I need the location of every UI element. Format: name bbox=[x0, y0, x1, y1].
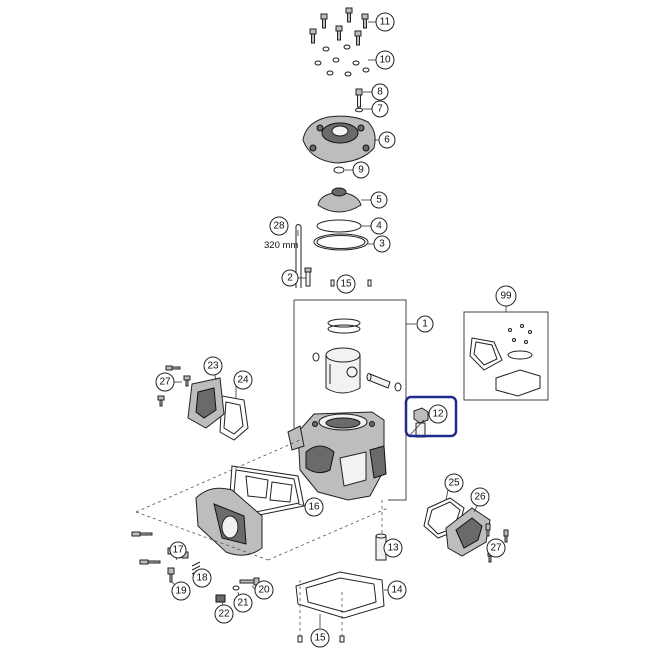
svg-text:9: 9 bbox=[358, 165, 364, 176]
svg-text:12: 12 bbox=[432, 409, 444, 420]
hose-length-label: 320 mm bbox=[264, 240, 298, 251]
callout-10: 10 bbox=[375, 50, 395, 70]
svg-text:13: 13 bbox=[387, 543, 399, 554]
svg-text:20: 20 bbox=[258, 585, 270, 596]
nut-22[interactable] bbox=[215, 594, 226, 603]
callout-15-top: 15 bbox=[336, 274, 356, 294]
svg-text:18: 18 bbox=[196, 573, 208, 584]
svg-text:14: 14 bbox=[391, 585, 403, 596]
callout-6: 6 bbox=[378, 131, 396, 149]
callout-15-bottom: 15 bbox=[310, 628, 330, 648]
svg-text:27: 27 bbox=[159, 377, 171, 388]
callout-11: 11 bbox=[375, 12, 395, 32]
callout-9: 9 bbox=[352, 161, 370, 179]
head-bolts-group[interactable] bbox=[309, 7, 369, 46]
svg-text:25: 25 bbox=[448, 478, 460, 489]
callout-4: 4 bbox=[370, 217, 388, 235]
svg-text:22: 22 bbox=[218, 609, 230, 620]
svg-text:15: 15 bbox=[314, 633, 326, 644]
svg-text:28: 28 bbox=[273, 221, 285, 232]
svg-text:19: 19 bbox=[175, 586, 187, 597]
intake-flange[interactable] bbox=[195, 487, 263, 556]
callout-27-right: 27 bbox=[486, 538, 506, 558]
svg-text:10: 10 bbox=[379, 55, 391, 66]
bolts-27-left[interactable] bbox=[157, 365, 191, 407]
circlip-left[interactable] bbox=[312, 352, 320, 362]
svg-text:26: 26 bbox=[474, 492, 486, 503]
svg-text:27: 27 bbox=[490, 543, 502, 554]
circlip-right[interactable] bbox=[394, 382, 402, 392]
callout-3: 3 bbox=[373, 235, 391, 253]
dowel-pin-15-bottom[interactable] bbox=[297, 635, 345, 643]
base-gasket-14[interactable] bbox=[295, 571, 385, 619]
gasket-24[interactable] bbox=[219, 395, 249, 441]
callout-28: 28 bbox=[269, 216, 289, 236]
stud-8[interactable] bbox=[355, 88, 363, 113]
nipple-2[interactable] bbox=[304, 267, 312, 287]
callout-18: 18 bbox=[192, 568, 212, 588]
svg-text:17: 17 bbox=[172, 545, 184, 556]
callout-99: 99 bbox=[495, 285, 517, 307]
callout-12: 12 bbox=[428, 404, 448, 424]
stud-13[interactable] bbox=[375, 500, 387, 561]
svg-text:5: 5 bbox=[376, 195, 382, 206]
callout-13: 13 bbox=[383, 538, 403, 558]
callout-27-left: 27 bbox=[155, 372, 175, 392]
callout-2: 2 bbox=[281, 269, 299, 287]
highlight-box-12 bbox=[404, 395, 458, 438]
callout-7: 7 bbox=[371, 100, 389, 118]
callout-26: 26 bbox=[470, 487, 490, 507]
head-insert-5[interactable] bbox=[317, 187, 362, 213]
callout-14: 14 bbox=[387, 580, 407, 600]
svg-text:7: 7 bbox=[377, 104, 383, 115]
svg-text:24: 24 bbox=[237, 375, 249, 386]
washers-group[interactable] bbox=[314, 44, 370, 77]
svg-text:3: 3 bbox=[379, 239, 385, 250]
callout-19: 19 bbox=[171, 581, 191, 601]
svg-text:4: 4 bbox=[376, 221, 382, 232]
washer-21[interactable] bbox=[232, 585, 240, 591]
cover-26[interactable] bbox=[445, 507, 491, 557]
svg-text:21: 21 bbox=[237, 598, 249, 609]
head-gasket-3[interactable] bbox=[313, 233, 369, 251]
svg-text:23: 23 bbox=[207, 361, 219, 372]
callout-17: 17 bbox=[169, 541, 187, 559]
svg-text:16: 16 bbox=[308, 502, 320, 513]
svg-text:99: 99 bbox=[500, 291, 512, 302]
svg-text:6: 6 bbox=[384, 135, 390, 146]
cylinder-1[interactable] bbox=[287, 411, 387, 501]
gasket-kit-99-box[interactable] bbox=[463, 311, 549, 401]
callout-20: 20 bbox=[254, 580, 274, 600]
piston-pin[interactable] bbox=[366, 373, 391, 389]
svg-text:15: 15 bbox=[340, 279, 352, 290]
cover-23[interactable] bbox=[187, 377, 225, 429]
nut-12[interactable] bbox=[413, 407, 429, 438]
callout-23: 23 bbox=[203, 356, 223, 376]
callout-24: 24 bbox=[233, 370, 253, 390]
svg-text:8: 8 bbox=[377, 87, 383, 98]
callout-5: 5 bbox=[370, 191, 388, 209]
callout-1: 1 bbox=[416, 315, 434, 333]
callout-25: 25 bbox=[444, 473, 464, 493]
callout-21: 21 bbox=[233, 593, 253, 613]
dowel-pins-15-top[interactable] bbox=[330, 279, 372, 287]
o-ring-9[interactable] bbox=[333, 166, 345, 174]
o-ring-4[interactable] bbox=[316, 219, 362, 233]
piston[interactable] bbox=[325, 347, 361, 394]
bolt-20[interactable] bbox=[239, 577, 260, 586]
piston-rings[interactable] bbox=[327, 318, 361, 334]
callout-16: 16 bbox=[304, 497, 324, 517]
svg-text:2: 2 bbox=[287, 273, 293, 284]
svg-text:1: 1 bbox=[422, 319, 428, 330]
svg-text:11: 11 bbox=[380, 17, 391, 28]
cylinder-head-6[interactable] bbox=[302, 115, 376, 164]
callout-8: 8 bbox=[371, 83, 389, 101]
callout-22: 22 bbox=[214, 604, 234, 624]
bolt-19[interactable] bbox=[167, 567, 175, 583]
